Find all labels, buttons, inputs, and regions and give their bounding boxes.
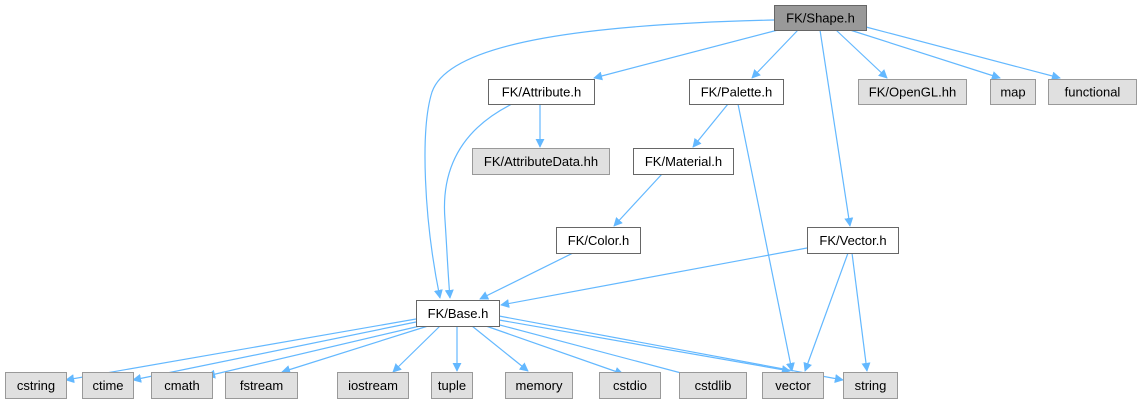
- edge-base-to-cstdlib: [495, 323, 701, 381]
- node-label: FK/OpenGL.hh: [869, 85, 956, 100]
- node-label: ctime: [92, 378, 123, 393]
- node-base[interactable]: FK/Base.h: [416, 300, 500, 327]
- edge-palette-to-material: [692, 103, 729, 148]
- node-label: FK/Base.h: [428, 306, 489, 321]
- node-label: vector: [775, 378, 811, 393]
- node-label: FK/Palette.h: [701, 85, 773, 100]
- edge-base-to-fstream: [281, 325, 429, 374]
- node-box: [431, 372, 473, 399]
- node-cstdlib: cstdlib: [679, 372, 747, 399]
- edge-shape-to-palette: [751, 29, 799, 79]
- node-box: [843, 372, 898, 399]
- edge-base-to-cstdio: [485, 325, 624, 376]
- edge-material-to-color: [613, 173, 663, 227]
- edge-base-to-ctime: [132, 321, 417, 383]
- edge-base-to-string: [498, 315, 844, 383]
- node-box: [858, 79, 967, 105]
- edge-shape-to-map: [849, 29, 1001, 80]
- node-box: [774, 5, 867, 31]
- node-opengl: FK/OpenGL.hh: [858, 79, 967, 105]
- node-label: FK/Attribute.h: [502, 85, 581, 100]
- node-iostream: iostream: [337, 372, 409, 399]
- node-cstdio: cstdio: [599, 372, 661, 399]
- node-string: string: [843, 372, 898, 399]
- edge-vectorh-to-base: [500, 247, 808, 308]
- edge-vectorh-to-string: [851, 252, 871, 372]
- edge-base-to-memory: [471, 325, 529, 372]
- node-label: iostream: [348, 378, 398, 393]
- node-box: [556, 227, 641, 254]
- node-ctime: ctime: [82, 372, 134, 399]
- node-cstring: cstring: [5, 372, 67, 399]
- node-box: [633, 148, 734, 175]
- edge-attribute-to-base: [443, 103, 513, 299]
- edge-shape-to-functional: [865, 26, 1061, 81]
- node-vector: vector: [762, 372, 824, 399]
- node-box: [1048, 79, 1137, 105]
- node-box: [225, 372, 298, 399]
- edge-base-to-vector: [498, 319, 791, 375]
- edge-base-to-cmath: [206, 325, 421, 379]
- node-palette[interactable]: FK/Palette.h: [689, 79, 784, 105]
- node-label: FK/Shape.h: [786, 11, 855, 26]
- node-label: tuple: [438, 378, 466, 393]
- node-label: FK/Vector.h: [819, 233, 886, 248]
- edge-base-to-iostream: [392, 325, 441, 373]
- node-material[interactable]: FK/Material.h: [633, 148, 734, 175]
- node-label: FK/AttributeData.hh: [484, 154, 598, 169]
- edge-shape-to-opengl: [835, 29, 888, 79]
- node-box: [679, 372, 747, 399]
- node-attribute[interactable]: FK/Attribute.h: [488, 79, 595, 105]
- node-label: memory: [516, 378, 563, 393]
- edge-palette-to-vector: [737, 103, 795, 372]
- node-label: string: [855, 378, 887, 393]
- node-box: [337, 372, 409, 399]
- node-box: [151, 372, 213, 399]
- nodes-layer: FK/Shape.hFK/Attribute.h FK/Palette.h FK/O…: [5, 5, 1137, 399]
- node-box: [472, 148, 610, 175]
- node-box: [488, 79, 595, 105]
- edge-shape-to-attribute: [593, 29, 779, 81]
- node-label: cstring: [17, 378, 55, 393]
- node-tuple: tuple: [431, 372, 473, 399]
- node-functional: functional: [1048, 79, 1137, 105]
- node-box: [689, 79, 784, 105]
- node-vectorh[interactable]: FK/Vector.h: [807, 227, 899, 254]
- node-box: [762, 372, 824, 399]
- node-label: FK/Material.h: [645, 154, 722, 169]
- node-label: cmath: [164, 378, 199, 393]
- node-color[interactable]: FK/Color.h: [556, 227, 641, 254]
- node-shape[interactable]: FK/Shape.h: [774, 5, 867, 31]
- node-memory: memory: [505, 372, 573, 399]
- edge-base-to-cstring: [65, 318, 417, 384]
- node-label: map: [1000, 85, 1025, 100]
- edge-shape-to-base: [424, 19, 775, 299]
- node-box: [416, 300, 500, 327]
- node-box: [807, 227, 899, 254]
- edges-layer: [65, 19, 1061, 384]
- node-box: [990, 79, 1036, 105]
- node-fstream: fstream: [225, 372, 298, 399]
- node-label: cstdlib: [695, 378, 732, 393]
- node-label: cstdio: [613, 378, 647, 393]
- node-label: fstream: [240, 378, 283, 393]
- edge-shape-to-vectorh: [819, 29, 854, 227]
- node-box: [82, 372, 134, 399]
- node-label: FK/Color.h: [568, 233, 629, 248]
- edge-color-to-base: [479, 252, 574, 300]
- node-box: [505, 372, 573, 399]
- node-map: map: [990, 79, 1036, 105]
- node-box: [5, 372, 67, 399]
- node-label: functional: [1065, 85, 1121, 100]
- node-cmath: cmath: [151, 372, 213, 399]
- edge-vectorh-to-vector: [803, 252, 849, 372]
- node-attributedata: FK/AttributeData.hh: [472, 148, 610, 175]
- node-box: [599, 372, 661, 399]
